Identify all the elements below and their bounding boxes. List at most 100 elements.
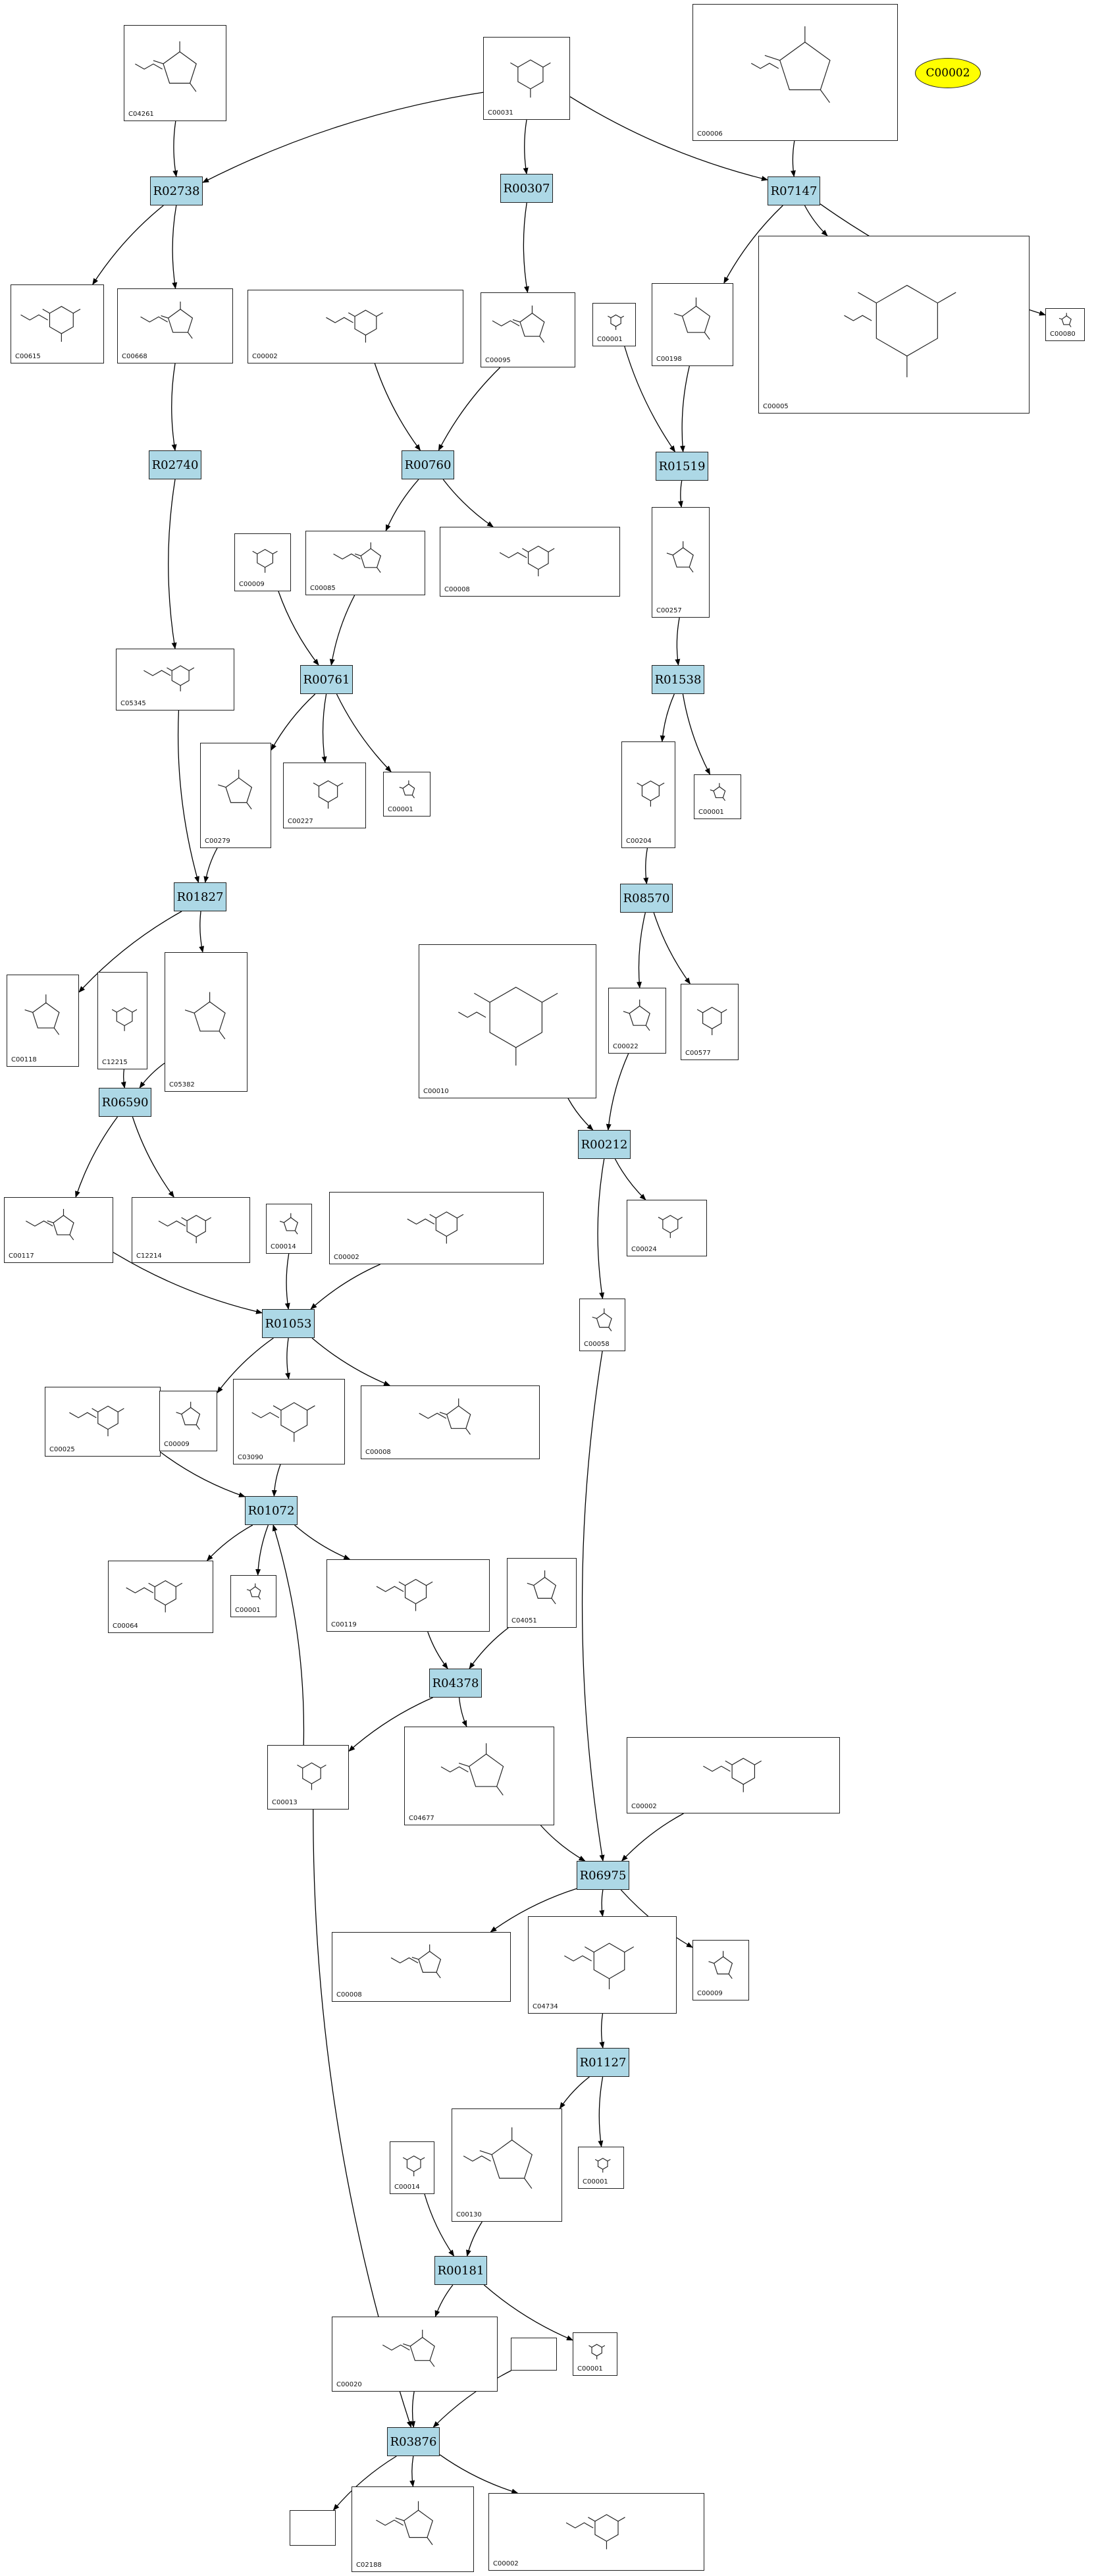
compound-node-Cblank2[interactable] xyxy=(290,2510,336,2546)
reaction-node-R01827[interactable]: R01827 xyxy=(174,882,226,911)
edge-R01827-to-C00118 xyxy=(78,911,182,993)
compound-node-C00025[interactable]: C00025 xyxy=(45,1387,161,1457)
compound-node-C02188[interactable]: C02188 xyxy=(352,2486,474,2572)
compound-id-label: C00095 xyxy=(485,357,511,364)
compound-id-label: C00085 xyxy=(310,585,336,592)
compound-node-C00204[interactable]: C00204 xyxy=(621,741,675,848)
reaction-node-R00760[interactable]: R00760 xyxy=(402,450,454,479)
edge-R08570-to-C00022 xyxy=(637,912,646,988)
compound-node-C00257[interactable]: C00257 xyxy=(652,507,710,618)
compound-node-C04677[interactable]: C04677 xyxy=(404,1727,554,1825)
reaction-node-R06590[interactable]: R06590 xyxy=(99,1088,151,1117)
structure-drawing xyxy=(407,1211,464,1244)
compound-id-label: C05345 xyxy=(120,700,146,707)
compound-node-C00001f[interactable]: C00001 xyxy=(573,2332,617,2376)
reaction-node-R03876[interactable]: R03876 xyxy=(387,2427,440,2456)
edge-R06975-to-C04734 xyxy=(599,1889,605,1917)
reaction-node-R06975[interactable]: R06975 xyxy=(577,1861,629,1890)
reaction-node-R04378[interactable]: R04378 xyxy=(429,1669,482,1698)
compound-node-C00009b[interactable]: C00009 xyxy=(159,1391,217,1451)
compound-node-C00009c[interactable]: C00009 xyxy=(692,1940,749,2000)
compound-node-C00615[interactable]: C00615 xyxy=(11,284,104,363)
compound-node-C00577[interactable]: C00577 xyxy=(681,984,739,1060)
reaction-node-R01053[interactable]: R01053 xyxy=(262,1309,315,1338)
compound-id-label: C00119 xyxy=(331,1621,357,1628)
compound-id-label: C00577 xyxy=(685,1050,711,1057)
compound-node-C00085[interactable]: C00085 xyxy=(305,531,425,595)
reaction-node-R02740[interactable]: R02740 xyxy=(149,450,201,479)
compound-node-C00080[interactable]: C00080 xyxy=(1045,308,1085,341)
compound-node-C00279[interactable]: C00279 xyxy=(200,743,271,848)
compound-node-Cblank1[interactable] xyxy=(511,2338,557,2371)
compound-node-C00008c[interactable]: C00008 xyxy=(332,1932,511,2002)
compound-node-C00013[interactable]: C00013 xyxy=(267,1745,349,1810)
compound-node-C00117[interactable]: C00117 xyxy=(4,1197,113,1263)
compound-node-C00001b[interactable]: C00001 xyxy=(383,772,431,817)
edge-R06590-to-C00117 xyxy=(75,1116,118,1198)
reaction-node-R02738[interactable]: R02738 xyxy=(150,176,203,205)
reaction-node-R00761[interactable]: R00761 xyxy=(300,665,353,694)
compound-node-C05345[interactable]: C05345 xyxy=(116,649,234,711)
compound-node-C00006[interactable]: C00006 xyxy=(692,4,898,141)
compound-node-C00024[interactable]: C00024 xyxy=(627,1200,707,1256)
reaction-node-R00212[interactable]: R00212 xyxy=(578,1130,631,1159)
compound-node-C00001d[interactable]: C00001 xyxy=(230,1575,276,1617)
compound-node-C12214[interactable]: C12214 xyxy=(132,1197,250,1263)
structure-drawing xyxy=(588,2344,606,2360)
reaction-node-R01127[interactable]: R01127 xyxy=(577,2048,629,2077)
reaction-node-R08570[interactable]: R08570 xyxy=(620,884,673,913)
reaction-node-R00181[interactable]: R00181 xyxy=(434,2256,487,2285)
compound-node-C00668[interactable]: C00668 xyxy=(117,288,233,363)
compound-node-C00010[interactable]: C00010 xyxy=(419,944,596,1098)
compound-node-C03090[interactable]: C03090 xyxy=(233,1379,345,1464)
compound-id-label: C00002 xyxy=(493,2560,519,2567)
compound-node-C04734[interactable]: C04734 xyxy=(528,1916,677,2014)
reaction-node-R00307[interactable]: R00307 xyxy=(500,174,553,203)
compound-node-C00002b[interactable]: C00002 xyxy=(329,1192,544,1264)
compound-node-C00001c[interactable]: C00001 xyxy=(694,774,741,819)
compound-node-C00130[interactable]: C00130 xyxy=(452,2108,562,2222)
legend-compound-oval[interactable]: C00002 xyxy=(915,58,981,88)
reaction-node-R07147[interactable]: R07147 xyxy=(768,176,820,205)
edge-R06975-to-C00008c xyxy=(490,1888,577,1933)
compound-node-C00022[interactable]: C00022 xyxy=(608,988,666,1054)
structure-drawing xyxy=(499,545,555,577)
reaction-node-R01072[interactable]: R01072 xyxy=(245,1496,298,1525)
compound-node-C00002a[interactable]: C00002 xyxy=(248,290,463,363)
edge-C00014a-to-R01053 xyxy=(284,1253,290,1310)
compound-id-label: C00022 xyxy=(613,1043,639,1050)
compound-node-C00058[interactable]: C00058 xyxy=(579,1299,625,1351)
compound-node-C00014a[interactable]: C00014 xyxy=(266,1204,312,1254)
compound-node-C05382[interactable]: C05382 xyxy=(165,952,248,1092)
structure-drawing xyxy=(69,1405,124,1437)
compound-node-C00198[interactable]: C00198 xyxy=(652,283,733,366)
structure-drawing xyxy=(402,2155,425,2177)
compound-node-C00031[interactable]: C00031 xyxy=(483,37,570,120)
compound-node-C00095[interactable]: C00095 xyxy=(481,292,575,367)
compound-node-C00008b[interactable]: C00008 xyxy=(361,1385,540,1459)
compound-node-C00002d[interactable]: C00002 xyxy=(488,2493,704,2571)
compound-node-C00008a[interactable]: C00008 xyxy=(440,527,620,597)
compound-node-C00020[interactable]: C00020 xyxy=(332,2317,498,2392)
compound-node-C00119[interactable]: C00119 xyxy=(326,1559,490,1632)
compound-node-C00064[interactable]: C00064 xyxy=(108,1561,213,1633)
compound-node-C00014b[interactable]: C00014 xyxy=(390,2141,434,2194)
compound-node-C00001e[interactable]: C00001 xyxy=(578,2147,624,2189)
compound-node-C00009a[interactable]: C00009 xyxy=(234,533,291,591)
compound-node-C00227[interactable]: C00227 xyxy=(283,763,366,828)
compound-node-C04261[interactable]: C04261 xyxy=(124,25,226,121)
reaction-node-R01538[interactable]: R01538 xyxy=(652,665,704,694)
reaction-node-R01519[interactable]: R01519 xyxy=(656,452,708,481)
edge-C04677-to-R06975 xyxy=(540,1825,586,1862)
compound-node-C00002c[interactable]: C00002 xyxy=(627,1737,840,1813)
edge-C00257-to-R01538 xyxy=(675,617,681,666)
compound-node-C12215[interactable]: C12215 xyxy=(97,972,147,1069)
compound-node-C00001a[interactable]: C00001 xyxy=(592,303,636,346)
compound-node-C00118[interactable]: C00118 xyxy=(7,975,79,1067)
compound-node-C04051[interactable]: C04051 xyxy=(507,1558,577,1628)
compound-node-C00005[interactable]: C00005 xyxy=(758,236,1030,414)
edge-R00212-to-C00058 xyxy=(597,1158,605,1299)
edge-R01538-to-C00204 xyxy=(660,693,675,742)
structure-drawing xyxy=(708,1950,733,1979)
edge-C04051-to-R04378 xyxy=(469,1627,509,1669)
